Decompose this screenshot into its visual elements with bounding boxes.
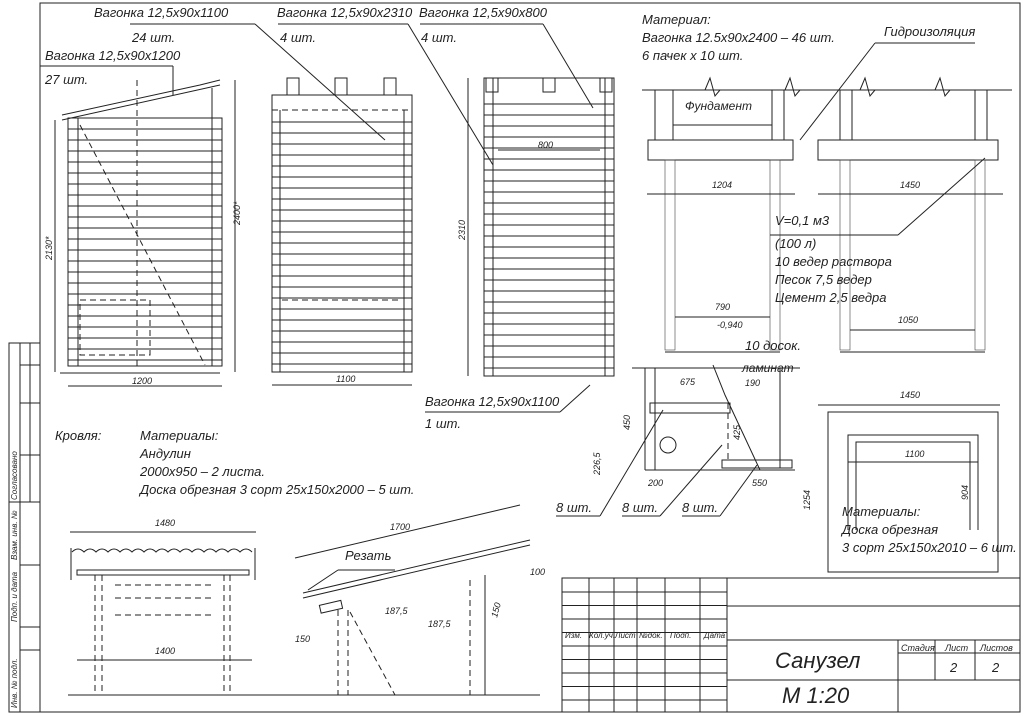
foundation-sections: Фундамент 1204 1450 790 -0,940 1050 V=0,…: [642, 76, 1012, 353]
callout-vagonka-2310: Вагонка 12,5х90х2310: [277, 5, 413, 20]
svg-text:2000х950 – 2 листа.: 2000х950 – 2 листа.: [139, 464, 265, 479]
svg-text:226,5: 226,5: [592, 451, 602, 476]
rafter-detail: 1700 Резать 150 187,5 187,5 150 100: [294, 504, 545, 696]
svg-text:Стадия: Стадия: [901, 643, 935, 653]
dim-2400: 2400*: [232, 201, 242, 226]
side-label-sign-date: Подп. и дата: [10, 571, 19, 622]
svg-text:150: 150: [295, 634, 310, 644]
callout-vagonka-1100b: Вагонка 12,5х90х1100: [425, 394, 560, 409]
roof-front-view: 1480 1400: [68, 518, 540, 696]
svg-text:V=0,1 м3: V=0,1 м3: [775, 213, 830, 228]
svg-text:187,5: 187,5: [385, 606, 409, 616]
roof-notes: Кровля: Материалы: Андулин 2000х950 – 2 …: [55, 428, 414, 497]
callout-vagonka-800: Вагонка 12,5х90х800: [419, 5, 548, 20]
svg-text:Андулин: Андулин: [139, 446, 191, 461]
svg-text:450: 450: [622, 415, 632, 430]
back-elevation: 1100: [271, 77, 413, 386]
svg-text:Цемент 2,5 ведра: Цемент 2,5 ведра: [775, 290, 886, 305]
svg-text:8 шт.: 8 шт.: [556, 500, 592, 515]
tb-header: Лист: [614, 631, 636, 640]
tb-header: Подп.: [670, 631, 691, 640]
tb-header: Изм.: [565, 631, 582, 640]
dim-800: 800: [538, 140, 553, 150]
tb-header: Кол.уч.: [589, 631, 615, 640]
seat-detail: 10 досок. ламинат 675 190 450 226,5 425 …: [556, 338, 801, 517]
dim-1100: 1100: [336, 374, 355, 384]
svg-text:Кровля:: Кровля:: [55, 428, 102, 443]
svg-text:1480: 1480: [155, 518, 175, 528]
material-note: Материал: Вагонка 12.5х90х2400 – 46 шт. …: [642, 12, 975, 141]
callout-qty: 4 шт.: [421, 30, 457, 45]
callout-vagonka-1100: Вагонка 12,5х90х1100: [94, 5, 229, 20]
waterproofing-label: Гидроизоляция: [884, 24, 975, 39]
svg-text:Доска обрезная: Доска обрезная: [840, 522, 938, 537]
dim-1050: 1050: [898, 315, 918, 325]
title-block: Изм. Кол.уч. Лист №док. Подп. Дата Сануз…: [561, 577, 1021, 713]
svg-text:(100 л): (100 л): [775, 236, 816, 251]
svg-text:190: 190: [745, 378, 760, 388]
dim-1200: 1200: [132, 376, 152, 386]
svg-text:Материалы:: Материалы:: [842, 504, 921, 519]
svg-text:Материал:: Материал:: [642, 12, 711, 27]
dim-2130: 2130*: [44, 236, 54, 261]
svg-text:550: 550: [752, 478, 767, 488]
sheet-count: 2: [991, 660, 1000, 675]
callout-qty: 1 шт.: [425, 416, 461, 431]
svg-text:Материалы:: Материалы:: [140, 428, 219, 443]
dim-2310: 2310: [457, 220, 467, 241]
dim-1450: 1450: [900, 180, 920, 190]
drawing-scale: М 1:20: [782, 683, 850, 708]
svg-text:8 шт.: 8 шт.: [682, 500, 718, 515]
front-elevation: 2310 800 Вагонка 12,5х90х1100 1 шт.: [425, 77, 615, 431]
side-strip: Согласовано Взам. инв. № Подп. и дата Ин…: [8, 342, 41, 713]
floor-plan: 1450 1100 904 1254 Материалы: Доска обре…: [802, 390, 1017, 573]
svg-text:100: 100: [530, 567, 545, 577]
svg-text:Листов: Листов: [979, 643, 1013, 653]
svg-text:10 досок.: 10 досок.: [745, 338, 801, 353]
svg-text:187,5: 187,5: [428, 619, 452, 629]
callout-qty: 27 шт.: [44, 72, 88, 87]
svg-text:Лист: Лист: [944, 643, 969, 653]
side-elevation: 2130* 2400* 1200: [44, 79, 242, 387]
foundation-label: Фундамент: [685, 99, 752, 113]
svg-text:10 ведер раствора: 10 ведер раствора: [775, 254, 892, 269]
svg-text:1700: 1700: [390, 522, 410, 532]
svg-text:Доска обрезная 3 сорт 25х150х2: Доска обрезная 3 сорт 25х150х2000 – 5 шт…: [138, 482, 414, 497]
svg-text:3 сорт 25х150х2010 – 6 шт.: 3 сорт 25х150х2010 – 6 шт.: [842, 540, 1017, 555]
tb-header: №док.: [639, 631, 663, 640]
svg-text:1400: 1400: [155, 646, 175, 656]
tb-header: Дата: [703, 631, 726, 640]
side-label-inv-orig: Инв. № подл.: [10, 658, 19, 708]
dim-level: -0,940: [717, 320, 743, 330]
dim-790: 790: [715, 302, 730, 312]
top-callouts: Вагонка 12,5х90х1100 24 шт. Вагонка 12,5…: [40, 5, 594, 166]
svg-text:425: 425: [732, 424, 742, 440]
callout-vagonka-1200: Вагонка 12,5х90х1200: [45, 48, 181, 63]
svg-text:675: 675: [680, 377, 696, 387]
svg-text:8 шт.: 8 шт.: [622, 500, 658, 515]
svg-text:904: 904: [960, 485, 970, 500]
svg-text:150: 150: [489, 601, 503, 618]
svg-text:1100: 1100: [905, 449, 924, 459]
svg-text:200: 200: [647, 478, 663, 488]
callout-qty: 4 шт.: [280, 30, 316, 45]
side-label-replace-inv: Взам. инв. №: [10, 510, 19, 560]
side-label-agreed: Согласовано: [10, 451, 19, 500]
sheet-number: 2: [949, 660, 958, 675]
svg-text:Вагонка 12.5х90х2400 – 46 шт.: Вагонка 12.5х90х2400 – 46 шт.: [642, 30, 835, 45]
svg-text:1254: 1254: [802, 490, 812, 510]
dim-1204: 1204: [712, 180, 732, 190]
callout-qty: 24 шт.: [131, 30, 175, 45]
svg-text:6 пачек х 10 шт.: 6 пачек х 10 шт.: [642, 48, 743, 63]
svg-text:Песок 7,5 ведер: Песок 7,5 ведер: [775, 272, 872, 287]
drawing-title: Санузел: [775, 648, 860, 673]
svg-text:Резать: Резать: [345, 548, 392, 563]
svg-text:1450: 1450: [900, 390, 920, 400]
